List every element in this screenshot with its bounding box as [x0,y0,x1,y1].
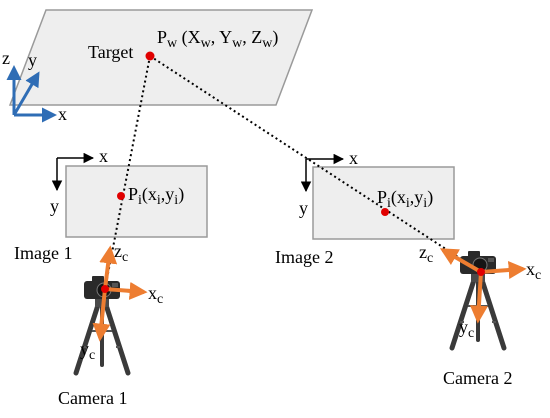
image-2-title: Image 2 [275,247,333,267]
camera-2-center-point [477,268,485,276]
target-label: Target [88,42,133,62]
camera-2-yc-label: yc [459,317,474,341]
world-z-label: z [2,48,10,68]
camera-1-xc-label: xc [148,283,163,307]
image-1-axes: x y [50,146,108,216]
image-2-y-label: y [299,198,308,218]
image-2-point-coordinates: Pi(xi,yi) [377,187,433,211]
image-1-point-coordinates: Pi(xi,yi) [128,184,184,208]
camera-2-yc-arrow [469,271,488,324]
camera-1-center-point [101,285,109,293]
world-axes: x z y [2,48,67,124]
image-2-x-label: x [349,148,358,168]
world-point [145,51,155,61]
camera-2-axes [439,248,527,324]
world-x-label: x [58,104,67,124]
camera-1-xc-arrow [104,281,148,300]
world-point-coordinates: Pw (Xw, Yw, Zw) [157,27,278,51]
camera-1-yc-arrow [92,288,111,342]
image-2-axes: x y [299,148,358,218]
world-y-label: y [28,50,37,70]
camera-1-title: Camera 1 [58,388,127,408]
camera-2-xc-arrow [480,261,527,280]
camera-2-title: Camera 2 [443,368,512,388]
camera-1-axes [92,245,148,342]
projection-ray-2 [149,55,482,273]
image-2-point [381,208,389,216]
camera-2-xc-label: xc [526,259,541,283]
image-plane-1 [65,165,208,238]
target-plane [8,9,314,106]
camera-1-yc-label: yc [80,339,95,363]
image-1-title: Image 1 [14,243,72,263]
camera-1-zc-label: zc [114,241,128,265]
world-y-axis-arrow [12,71,40,116]
image-1-x-label: x [99,146,108,166]
image-1-y-label: y [50,196,59,216]
camera-2-zc-label: zc [419,242,433,266]
camera-2-zc-arrow [439,248,483,274]
image-plane-2 [312,166,455,240]
image-1-point [117,192,125,200]
camera-1-zc-arrow [99,245,118,290]
